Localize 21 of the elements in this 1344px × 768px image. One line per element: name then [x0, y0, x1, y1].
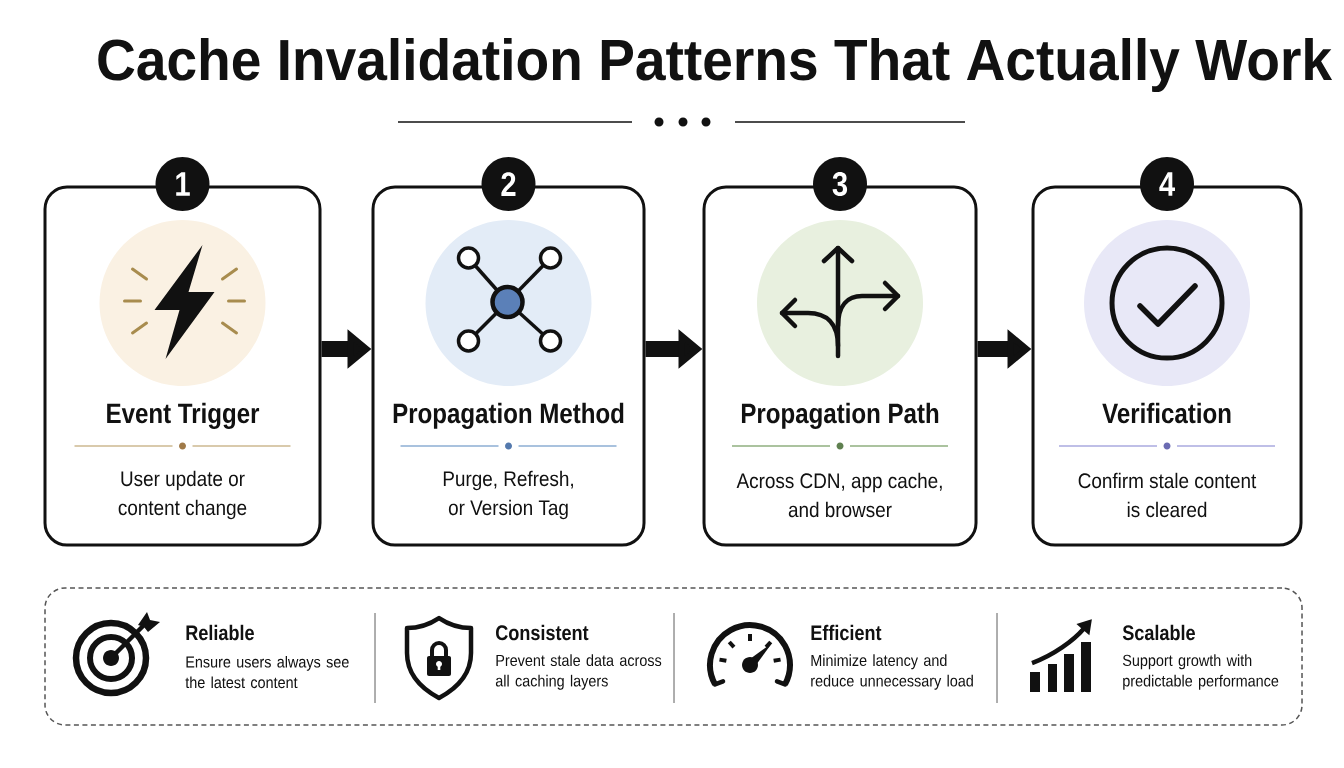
step-description: User update or content change	[118, 470, 247, 520]
feature-description: Prevent stale data across all caching layers	[495, 654, 662, 690]
feature-title: Efficient	[811, 624, 882, 641]
step-title: Event Trigger	[107, 402, 260, 429]
feature-description: Ensure users always see the latest content	[185, 655, 349, 689]
page-title: Cache Invalidation Patterns That Actually Work	[98, 37, 1333, 93]
step-number-badge: 4	[1140, 157, 1194, 211]
step-title: Propagation Method	[393, 402, 624, 429]
feature-description: Support growth with predictable performance	[1122, 654, 1279, 690]
feature-description: Minimize latency and reduce unnecessary load	[811, 654, 973, 690]
step-description: Confirm stale content is cleared	[1078, 472, 1257, 518]
step-number-badge: 2	[481, 157, 536, 211]
step-description: Purge, Refresh, or Version Tag	[443, 470, 573, 520]
feature-title: Reliable	[186, 624, 254, 641]
step-description: Across CDN, app cache, and browser	[736, 472, 942, 518]
step-number-badge: 1	[155, 157, 210, 211]
feature-title: Consistent	[496, 624, 589, 641]
step-title: Verification	[1102, 402, 1231, 424]
step-number-badge: 3	[813, 157, 867, 211]
step-title: Propagation Path	[741, 402, 939, 429]
feature-title: Scalable	[1122, 624, 1195, 641]
